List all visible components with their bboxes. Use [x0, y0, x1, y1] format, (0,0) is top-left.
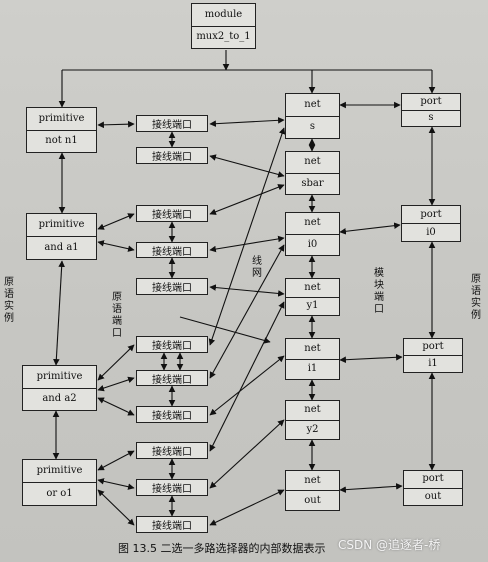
net-type: net	[304, 474, 321, 486]
label-prim-instance: 原语实例	[4, 277, 14, 324]
primitive-type: primitive	[38, 219, 85, 230]
net-type: net	[304, 281, 321, 293]
net-type: net	[304, 156, 321, 168]
net-s: net s	[285, 93, 340, 139]
primitive-not-n1: primitive not n1	[26, 107, 97, 153]
net-name: sbar	[286, 172, 339, 195]
net-name: y1	[286, 296, 339, 316]
port-conn-10: 接线端口	[136, 479, 208, 496]
port-i1: port i1	[403, 338, 463, 373]
port-type: port	[422, 341, 444, 352]
port-name: i0	[402, 223, 460, 241]
port-type: port	[422, 473, 444, 485]
module-name: mux2_to_1	[192, 25, 255, 49]
net-name: out	[286, 490, 339, 510]
primitive-type: primitive	[38, 112, 85, 124]
port-conn-6: 接线端口	[136, 336, 208, 353]
module-box: module mux2_to_1	[191, 3, 256, 49]
primitive-type: primitive	[36, 370, 83, 382]
primitive-and-a2: primitive and a2	[22, 365, 97, 411]
net-i0: net i0	[285, 212, 340, 256]
watermark: CSDN @追逐者-桥	[338, 538, 441, 552]
primitive-name: and a1	[27, 236, 96, 259]
primitive-or-o1: primitive or o1	[22, 459, 97, 506]
port-conn-2: 接线端口	[136, 147, 208, 164]
net-type: net	[304, 342, 321, 354]
port-conn-8: 接线端口	[136, 406, 208, 423]
port-out: port out	[403, 470, 463, 506]
net-name: i1	[286, 358, 339, 380]
label-module-port: 模块端口	[374, 268, 384, 315]
primitive-and-a1: primitive and a1	[26, 213, 97, 260]
port-type: port	[420, 208, 442, 220]
label-prim-port: 原语端口	[112, 292, 122, 339]
port-name: i1	[404, 355, 462, 372]
net-y1: net y1	[285, 278, 340, 316]
label-wire-net: 线网	[252, 256, 262, 279]
net-i1: net i1	[285, 338, 340, 380]
port-i0: port i0	[401, 205, 461, 242]
primitive-name: and a2	[23, 387, 96, 411]
port-conn-5: 接线端口	[136, 278, 208, 295]
primitive-name: not n1	[27, 129, 96, 153]
port-conn-9: 接线端口	[136, 442, 208, 459]
net-type: net	[304, 404, 321, 416]
net-name: s	[286, 115, 339, 139]
port-type: port	[420, 95, 442, 107]
primitive-name: or o1	[23, 482, 96, 505]
primitive-type: primitive	[36, 465, 83, 476]
figure-caption: 图 13.5 二选一多路选择器的内部数据表示	[118, 542, 326, 555]
port-name: out	[404, 487, 462, 506]
net-sbar: net sbar	[285, 151, 340, 195]
net-type: net	[304, 98, 321, 110]
net-name: y2	[286, 419, 339, 440]
module-type: module	[204, 8, 243, 20]
port-conn-1: 接线端口	[136, 115, 208, 132]
net-y2: net y2	[285, 400, 340, 440]
port-conn-3: 接线端口	[136, 205, 208, 222]
port-conn-7: 接线端口	[136, 370, 208, 386]
port-name: s	[402, 109, 460, 127]
port-conn-11: 接线端口	[136, 516, 208, 533]
net-out: net out	[285, 470, 340, 511]
port-conn-4: 接线端口	[136, 242, 208, 258]
port-s: port s	[401, 93, 461, 127]
label-prim-instance-right: 原语实例	[471, 274, 481, 321]
net-name: i0	[286, 233, 339, 256]
net-type: net	[304, 217, 321, 229]
